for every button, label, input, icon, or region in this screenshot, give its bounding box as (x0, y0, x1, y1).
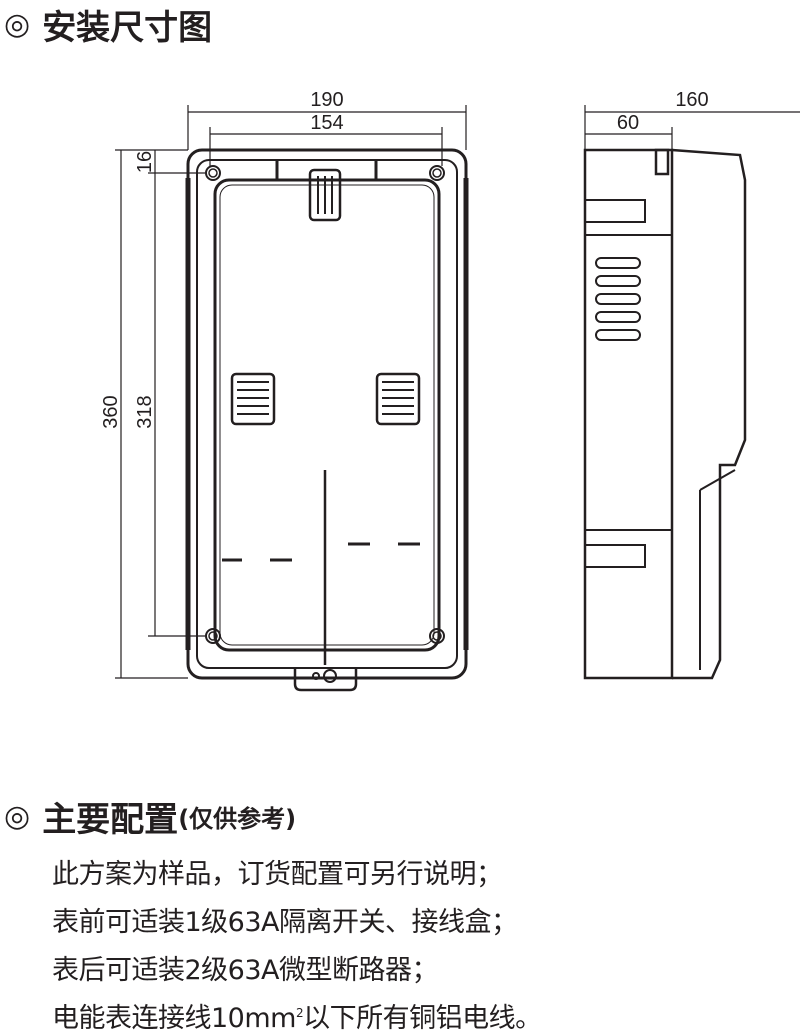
section-heading-main-config: ◎ 主要配置 (仅供参考) (4, 792, 296, 841)
dim-190: 190 (310, 89, 343, 111)
superscript: 2 (295, 1006, 304, 1020)
double-circle-icon: ◎ (4, 799, 31, 834)
dim-318: 318 (134, 395, 156, 428)
side-dimension-lines (584, 105, 800, 150)
line-suffix: 以下所有铜铝电线。 (303, 1003, 542, 1034)
heading-note: (仅供参考) (178, 805, 297, 833)
dimension-drawing: 190 154 360 318 16 160 60 (100, 89, 800, 692)
line-prefix: 电能表连接线10mm (52, 1003, 296, 1034)
dim-60: 60 (617, 112, 639, 134)
heading-text: 主要配置 (42, 800, 179, 840)
dim-360: 360 (100, 395, 122, 428)
heading-text: 安装尺寸图 (42, 8, 213, 48)
front-view (185, 148, 469, 692)
config-line: 表后可适装2级63A微型断路器； (52, 955, 439, 986)
front-dimension-lines (115, 105, 467, 679)
section-heading-install-dimensions: ◎ 安装尺寸图 (4, 0, 212, 49)
config-line: 表前可适装1级63A隔离开关、接线盒； (52, 907, 518, 938)
dim-160: 160 (675, 89, 708, 111)
config-line: 此方案为样品，订货配置可另行说明； (52, 859, 503, 890)
side-view (583, 148, 747, 680)
dim-154: 154 (310, 112, 343, 134)
config-line: 电能表连接线10mm2以下所有铜铝电线。 (52, 996, 542, 1035)
dim-16: 16 (134, 151, 156, 173)
double-circle-icon: ◎ (4, 7, 31, 42)
